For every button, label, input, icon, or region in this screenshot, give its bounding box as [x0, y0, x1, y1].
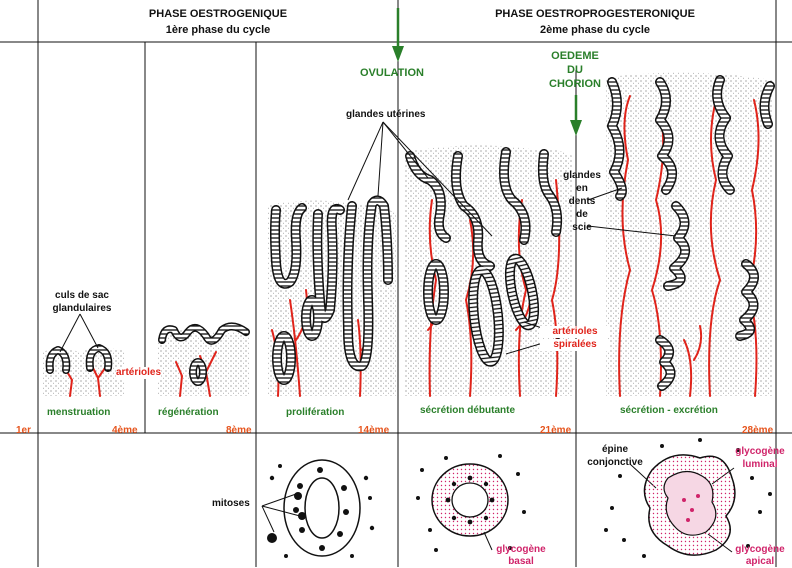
arterioles-label: artérioles	[116, 367, 161, 379]
mitoses-label: mitoses	[212, 498, 250, 510]
stage-secretion-excretion: sécrétion - excrétion	[620, 405, 718, 417]
oedeme-line1: OEDEME	[540, 50, 610, 63]
phase1-subtitle: 1ère phase du cycle	[108, 24, 328, 37]
arterioles-spiralees-line2: spiralées	[540, 339, 610, 351]
epine-line2: conjonctive	[580, 457, 650, 469]
stroma-excretion	[606, 72, 772, 396]
day-21: 21ème	[540, 425, 571, 437]
day-1: 1er	[16, 425, 31, 437]
oedeme-line2: DU	[540, 64, 610, 77]
stage-secretion-debutante: sécrétion débutante	[420, 405, 515, 417]
ovulation-label: OVULATION	[360, 67, 424, 80]
epine-line1: épine	[580, 444, 650, 456]
glycogene-luminal-line2: luminal	[730, 459, 790, 471]
glandes-dents-line2: en	[556, 183, 608, 195]
culs-de-sac-line1: culs de sac	[44, 290, 120, 302]
ovulation-arrow	[392, 8, 404, 62]
stage-menstruation: menstruation	[47, 407, 110, 419]
glycogene-basal-line2: basal	[486, 556, 556, 568]
glandes-dents-line3: dents	[556, 196, 608, 208]
day-28: 28ème	[742, 425, 773, 437]
glandes-dents-line1: glandes	[556, 170, 608, 182]
phase2-subtitle: 2ème phase du cycle	[460, 24, 730, 37]
oedeme-line3: CHORION	[540, 78, 610, 91]
day-8: 8ème	[226, 425, 252, 437]
glandes-uterines-label: glandes utérines	[346, 109, 425, 121]
glycogene-apical-line1: glycogène	[730, 544, 790, 556]
arterioles-spiralees-line1: artérioles	[540, 326, 610, 338]
day-14: 14ème	[358, 425, 389, 437]
stage-proliferation: prolifération	[286, 407, 344, 419]
glycogene-apical-line2: apical	[730, 556, 790, 568]
stage-regeneration: régénération	[158, 407, 219, 419]
glycogene-luminal-line1: glycogène	[730, 446, 790, 458]
phase2-title: PHASE OESTROPROGESTERONIQUE	[460, 8, 730, 21]
glycogene-basal-line1: glycogène	[486, 544, 556, 556]
histology-sketches	[267, 438, 772, 558]
culs-de-sac-line2: glandulaires	[44, 303, 120, 315]
day-4: 4ème	[112, 425, 138, 437]
glandes-dents-line4: de	[556, 209, 608, 221]
oedeme-arrow	[570, 95, 582, 136]
glandes-dents-line5: scie	[556, 222, 608, 234]
phase1-title: PHASE OESTROGENIQUE	[108, 8, 328, 21]
